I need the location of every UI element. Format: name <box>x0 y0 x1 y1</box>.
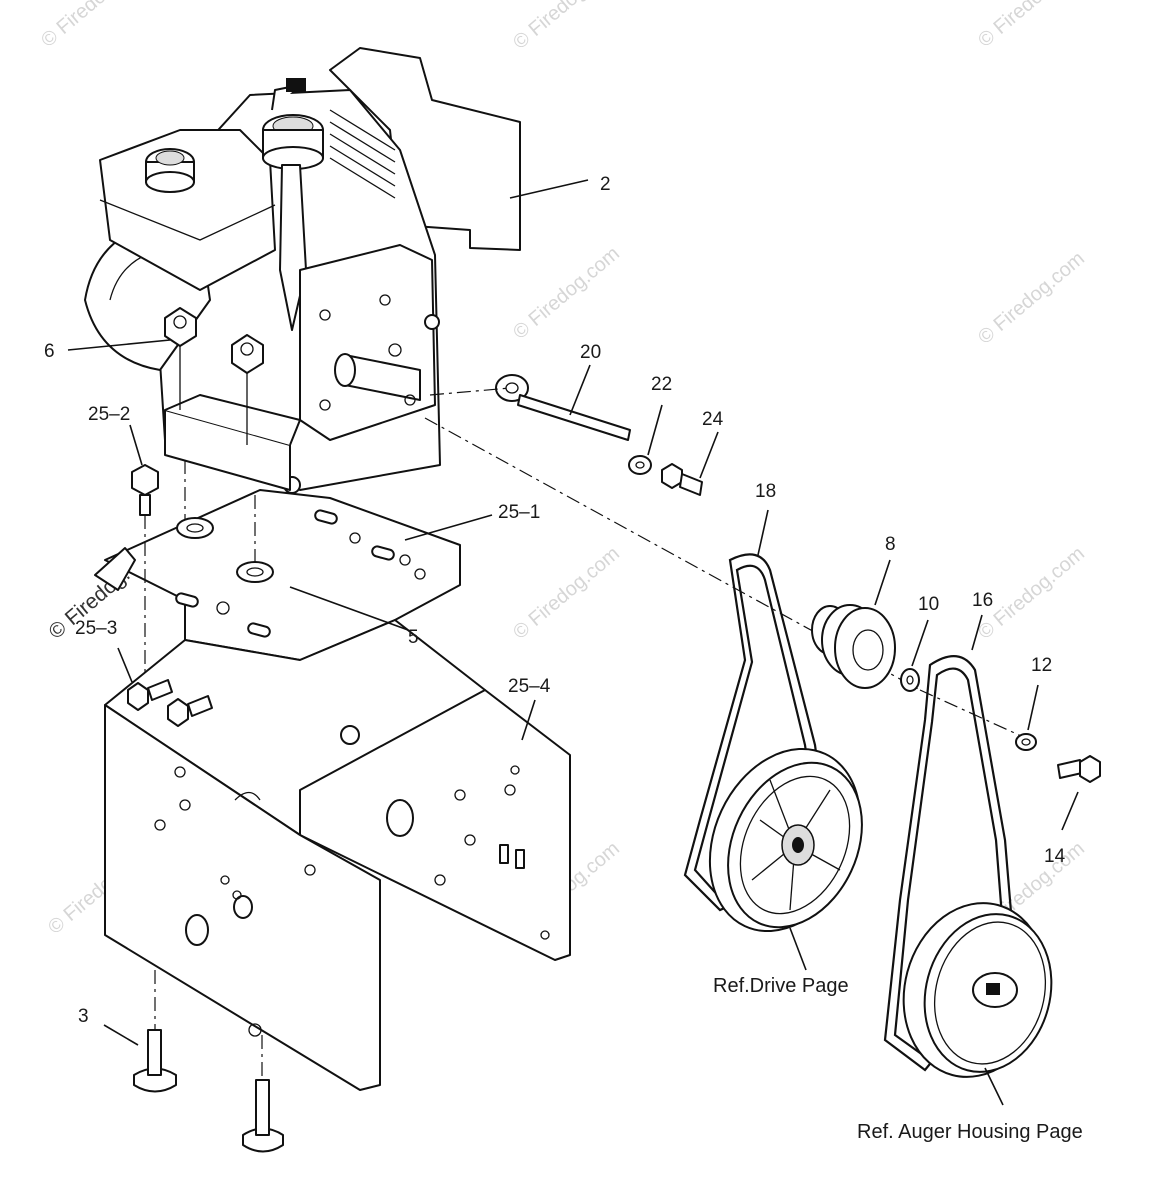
callout-25-4: 25–4 <box>508 676 551 697</box>
callout-18: 18 <box>755 481 776 502</box>
watermark: © Firedog.com <box>974 0 1089 52</box>
callout-6: 6 <box>44 341 55 362</box>
shaft-hardware <box>495 374 703 496</box>
bolts-25-3 <box>127 679 213 727</box>
engine-pulley <box>811 604 920 692</box>
carriage-bolts <box>133 1029 284 1153</box>
callout-2: 2 <box>600 174 611 195</box>
auger-pulley <box>902 902 1053 1078</box>
callout-14: 14 <box>1044 846 1066 867</box>
watermark: © Firedog.com <box>509 242 624 343</box>
callout-25-1: 25–1 <box>498 502 540 523</box>
callout-12: 12 <box>1031 655 1052 676</box>
callout-5: 5 <box>408 627 419 648</box>
auger-belt <box>883 655 1017 1072</box>
callout-22: 22 <box>651 374 672 395</box>
callout-8: 8 <box>885 534 896 555</box>
callout-25-2: 25–2 <box>88 404 130 425</box>
ref-auger-housing-page: Ref. Auger Housing Page <box>857 1121 1083 1143</box>
callout-labels: 2 6 20 22 24 25–2 25–1 18 8 10 16 12 5 2… <box>44 174 1083 1143</box>
callout-25-3: 25–3 <box>75 618 117 639</box>
lower-housing <box>104 619 571 1091</box>
callout-16: 16 <box>972 590 993 611</box>
watermark: © Firedog.com <box>509 0 624 54</box>
callout-24: 24 <box>702 409 724 430</box>
leader-lines <box>67 179 1079 1106</box>
ref-drive-page: Ref.Drive Page <box>713 975 849 997</box>
bolt-25-2 <box>131 464 159 516</box>
watermark: © Firedog.com <box>509 542 624 643</box>
callout-20: 20 <box>580 342 601 363</box>
washer-and-bolt <box>1015 733 1101 783</box>
drive-belt <box>683 553 832 912</box>
watermark: © Firedog.com <box>974 247 1089 348</box>
callout-3: 3 <box>78 1006 89 1027</box>
watermark: © Firedog.com <box>37 0 152 52</box>
drive-pulley <box>708 747 863 933</box>
engine <box>84 47 521 494</box>
callout-10: 10 <box>918 594 939 615</box>
